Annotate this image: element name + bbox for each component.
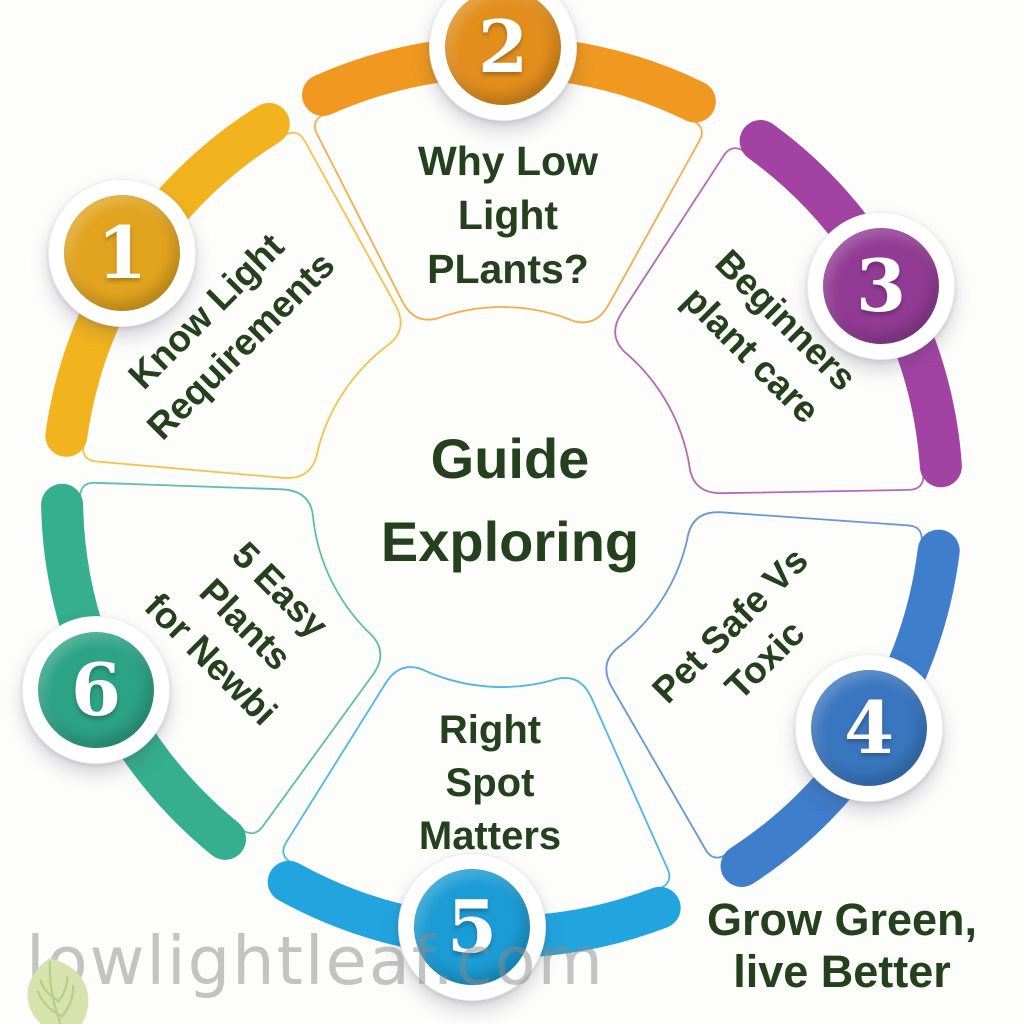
watermark-text: lowlightleaf.com bbox=[26, 922, 605, 1000]
segment-1-badge: 1 bbox=[48, 179, 196, 327]
segment-4-badge: 4 bbox=[795, 654, 943, 802]
segment-6-number: 6 bbox=[70, 647, 122, 732]
segment-2-label-line: Light bbox=[457, 191, 559, 238]
segment-5-label-line: Right bbox=[438, 707, 542, 752]
segment-5-number: 5 bbox=[446, 884, 498, 969]
segment-6-badge-circle: 6 bbox=[38, 632, 154, 748]
segment-2-label-line: PLants? bbox=[427, 246, 589, 293]
segment-3-number: 3 bbox=[855, 243, 907, 328]
segment-1-badge-circle: 1 bbox=[64, 195, 180, 311]
segment-2-label-line: Why Low bbox=[418, 137, 598, 184]
center-title-line: Exploring bbox=[380, 510, 640, 573]
tagline-line: live Better bbox=[733, 946, 951, 997]
segment-2-label: Why Low Light PLants? bbox=[418, 134, 598, 296]
segment-5-label: Right Spot Matters bbox=[419, 704, 561, 862]
segment-4-badge-circle: 4 bbox=[811, 670, 927, 786]
segment-4-number: 4 bbox=[843, 685, 895, 770]
tagline: Grow Green, live Better bbox=[707, 894, 977, 998]
segment-5-label-line: Matters bbox=[418, 813, 562, 858]
center-title: Guide Exploring bbox=[381, 418, 639, 584]
segment-1-number: 1 bbox=[96, 210, 148, 295]
segment-2-badge-circle: 2 bbox=[445, 0, 561, 105]
segment-6-badge: 6 bbox=[22, 616, 170, 764]
segment-2-badge: 2 bbox=[429, 0, 577, 121]
segment-3-badge: 3 bbox=[807, 212, 955, 360]
leaf-icon bbox=[27, 958, 89, 1024]
segment-5-badge: 5 bbox=[398, 853, 546, 1001]
segment-2-number: 2 bbox=[477, 4, 529, 89]
segment-5-label-line: Spot bbox=[445, 760, 535, 805]
tagline-line: Grow Green, bbox=[706, 893, 978, 945]
center-title-line: Guide bbox=[430, 427, 590, 491]
segment-5-badge-circle: 5 bbox=[414, 869, 530, 985]
segment-3-badge-circle: 3 bbox=[823, 228, 939, 344]
